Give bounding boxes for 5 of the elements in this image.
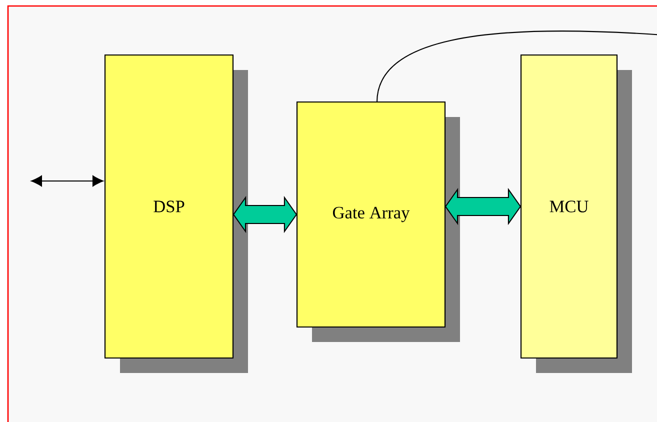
block-box: DSP	[104, 54, 248, 373]
block-box: Gate Array	[296, 101, 460, 342]
arrow	[31, 176, 104, 186]
curved-line	[376, 30, 657, 102]
block-box: MCU	[520, 54, 632, 373]
